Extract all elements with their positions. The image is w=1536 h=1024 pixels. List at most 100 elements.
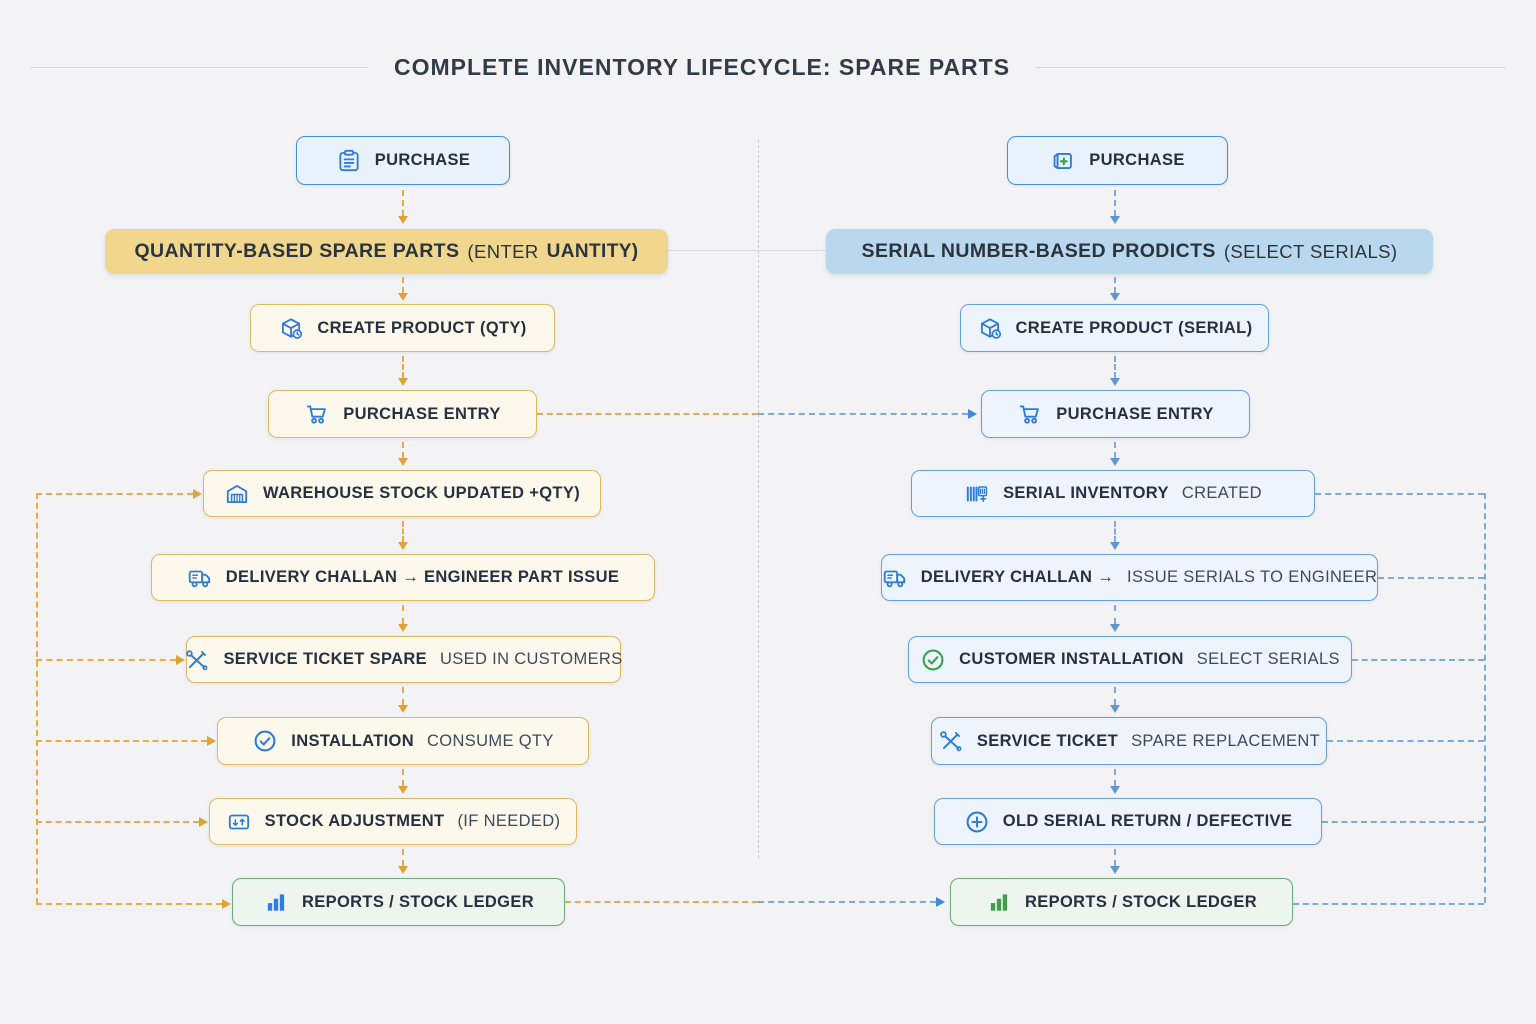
tools-icon (184, 647, 210, 673)
plus-circle-icon (964, 809, 990, 835)
barcode-icon (964, 481, 990, 507)
right-bus-branch-serial-inventory (1315, 493, 1484, 495)
flow-arrow-line (402, 442, 404, 458)
node-label-secondary: ISSUE SERIALS TO ENGINEER (1127, 568, 1378, 586)
left-bus-arrowhead (222, 899, 231, 909)
bar-chart-icon (986, 889, 1012, 915)
flow-arrowhead (398, 458, 408, 466)
node-label: INSTALLATION (291, 731, 415, 750)
flow-node-reports-right: REPORTS / STOCK LEDGER (950, 878, 1293, 926)
flow-node-delivery-challan-left: DELIVERY CHALLAN → ENGINEER PART ISSUE (151, 554, 655, 601)
flow-arrow-line (1114, 605, 1116, 624)
tools-icon (938, 728, 964, 754)
flow-node-delivery-challan-right: DELIVERY CHALLAN → ISSUE SERIALS TO ENGI… (881, 554, 1378, 601)
right-bus-branch-delivery (1378, 577, 1484, 579)
node-label: REPORTS / STOCK LEDGER (1024, 892, 1257, 911)
flow-node-old-serial-return: OLD SERIAL RETURN / DEFECTIVE (934, 798, 1322, 845)
flow-arrowhead (1110, 705, 1120, 713)
left-bus-branch-reports (36, 903, 222, 905)
flow-arrowhead (1110, 378, 1120, 386)
flow-arrow-line (402, 356, 404, 378)
node-label: PURCHASE (374, 151, 471, 169)
banner-secondary: (SELECT SERIALS) (1223, 240, 1398, 262)
flow-node-purchase-entry-left: PURCHASE ENTRY (268, 390, 537, 438)
flow-node-purchase-entry-right: PURCHASE ENTRY (981, 390, 1250, 438)
banner-secondary: (ENTER (467, 240, 539, 262)
flow-arrow-line (402, 849, 404, 866)
node-label-secondary: SELECT SERIALS (1196, 650, 1340, 668)
flow-node-reports-left: REPORTS / STOCK LEDGER (232, 878, 565, 926)
flow-node-create-product-qty: CREATE PRODUCT (QTY) (250, 304, 555, 352)
banner-primary: SERIAL NUMBER-BASED PRODICTS (861, 240, 1216, 262)
node-label-secondary: SPARE REPLACEMENT (1131, 731, 1321, 750)
cross-link-reports-gold (565, 901, 758, 903)
right-bus-branch-old-serial (1322, 821, 1484, 823)
node-label: CUSTOMER INSTALLATION (959, 650, 1184, 668)
node-label: STOCK ADJUSTMENT (264, 812, 445, 830)
flow-arrow-line (1114, 277, 1116, 293)
flow-node-service-ticket-right: SERVICE TICKET SPARE REPLACEMENT (931, 717, 1327, 765)
right-bus-trunk-line (1484, 493, 1486, 903)
flow-arrowhead (398, 542, 408, 550)
flow-arrowhead (1110, 542, 1120, 550)
product-cube-icon (278, 315, 304, 341)
node-label: SERVICE TICKET (976, 731, 1119, 750)
node-label: SERVICE TICKET SPARE (223, 650, 427, 668)
flow-node-purchase-left: PURCHASE (296, 136, 510, 185)
flow-arrow-line (402, 769, 404, 786)
quantity-banner: QUANTITY-BASED SPARE PARTS (ENTER UANTIT… (105, 229, 668, 274)
bar-chart-icon (263, 889, 289, 915)
cross-link-arrowhead (936, 897, 945, 907)
left-bus-branch-warehouse (36, 493, 193, 495)
flow-node-service-ticket-left: SERVICE TICKET SPARE USED IN CUSTOMERS (184, 636, 623, 683)
truck-icon (882, 565, 908, 591)
flow-arrow-line (1114, 190, 1116, 216)
left-bus-arrowhead (193, 489, 202, 499)
left-bus-branch-installation (36, 740, 207, 742)
flow-node-create-product-serial: CREATE PRODUCT (SERIAL) (960, 304, 1269, 352)
flow-node-warehouse-stock: WAREHOUSE STOCK UPDATED +QTY) (203, 470, 601, 517)
check-circle-icon (252, 728, 278, 754)
banner-connector-line (668, 250, 826, 251)
right-bus-branch-customer-installation (1352, 659, 1484, 661)
flow-arrow-line (1114, 521, 1116, 542)
node-label-secondary: USED IN CUSTOMERS (439, 650, 623, 668)
node-label: PURCHASE ENTRY (343, 404, 501, 423)
flow-arrowhead (1110, 866, 1120, 874)
node-label: WAREHOUSE STOCK UPDATED +QTY) (262, 484, 581, 502)
node-label: PURCHASE (1089, 151, 1185, 169)
check-circle-icon (920, 647, 946, 673)
cross-link-purchase-entry-gold (537, 413, 758, 415)
node-label: DELIVERY CHALLAN → ENGINEER PART ISSUE (225, 568, 620, 586)
node-label: DELIVERY CHALLAN → (920, 568, 1115, 586)
node-label-secondary: CONSUME QTY (427, 731, 554, 750)
warehouse-icon (224, 481, 250, 507)
flow-arrow-line (1114, 442, 1116, 458)
left-bus-trunk-line (36, 493, 38, 904)
flow-arrow-line (402, 277, 404, 293)
flow-node-purchase-right: PURCHASE (1007, 136, 1228, 185)
flow-arrowhead (398, 378, 408, 386)
flow-arrowhead (398, 866, 408, 874)
cart-icon (1017, 401, 1043, 427)
left-bus-branch-adjustment (36, 821, 199, 823)
flow-arrowhead (1110, 786, 1120, 794)
left-bus-arrowhead (207, 736, 216, 746)
node-label-secondary: CREATED (1181, 484, 1262, 502)
flow-arrow-line (1114, 769, 1116, 786)
node-label: CREATE PRODUCT (QTY) (317, 318, 527, 337)
left-bus-arrowhead (176, 655, 185, 665)
node-label: OLD SERIAL RETURN / DEFECTIVE (1002, 812, 1293, 830)
flow-arrowhead (1110, 216, 1120, 224)
title-rule-right (1036, 67, 1506, 68)
flow-arrow-line (1114, 849, 1116, 866)
flow-arrow-line (402, 605, 404, 624)
flow-arrowhead (398, 293, 408, 301)
left-bus-arrowhead (199, 817, 208, 827)
flow-arrow-line (402, 190, 404, 216)
clipboard-icon (336, 148, 362, 174)
product-cube-icon (977, 315, 1003, 341)
page-title: COMPLETE INVENTORY LIFECYCLE: SPARE PART… (394, 54, 1011, 80)
node-label-secondary: (IF NEEDED) (457, 812, 561, 830)
flow-node-customer-installation: CUSTOMER INSTALLATION SELECT SERIALS (908, 636, 1352, 683)
